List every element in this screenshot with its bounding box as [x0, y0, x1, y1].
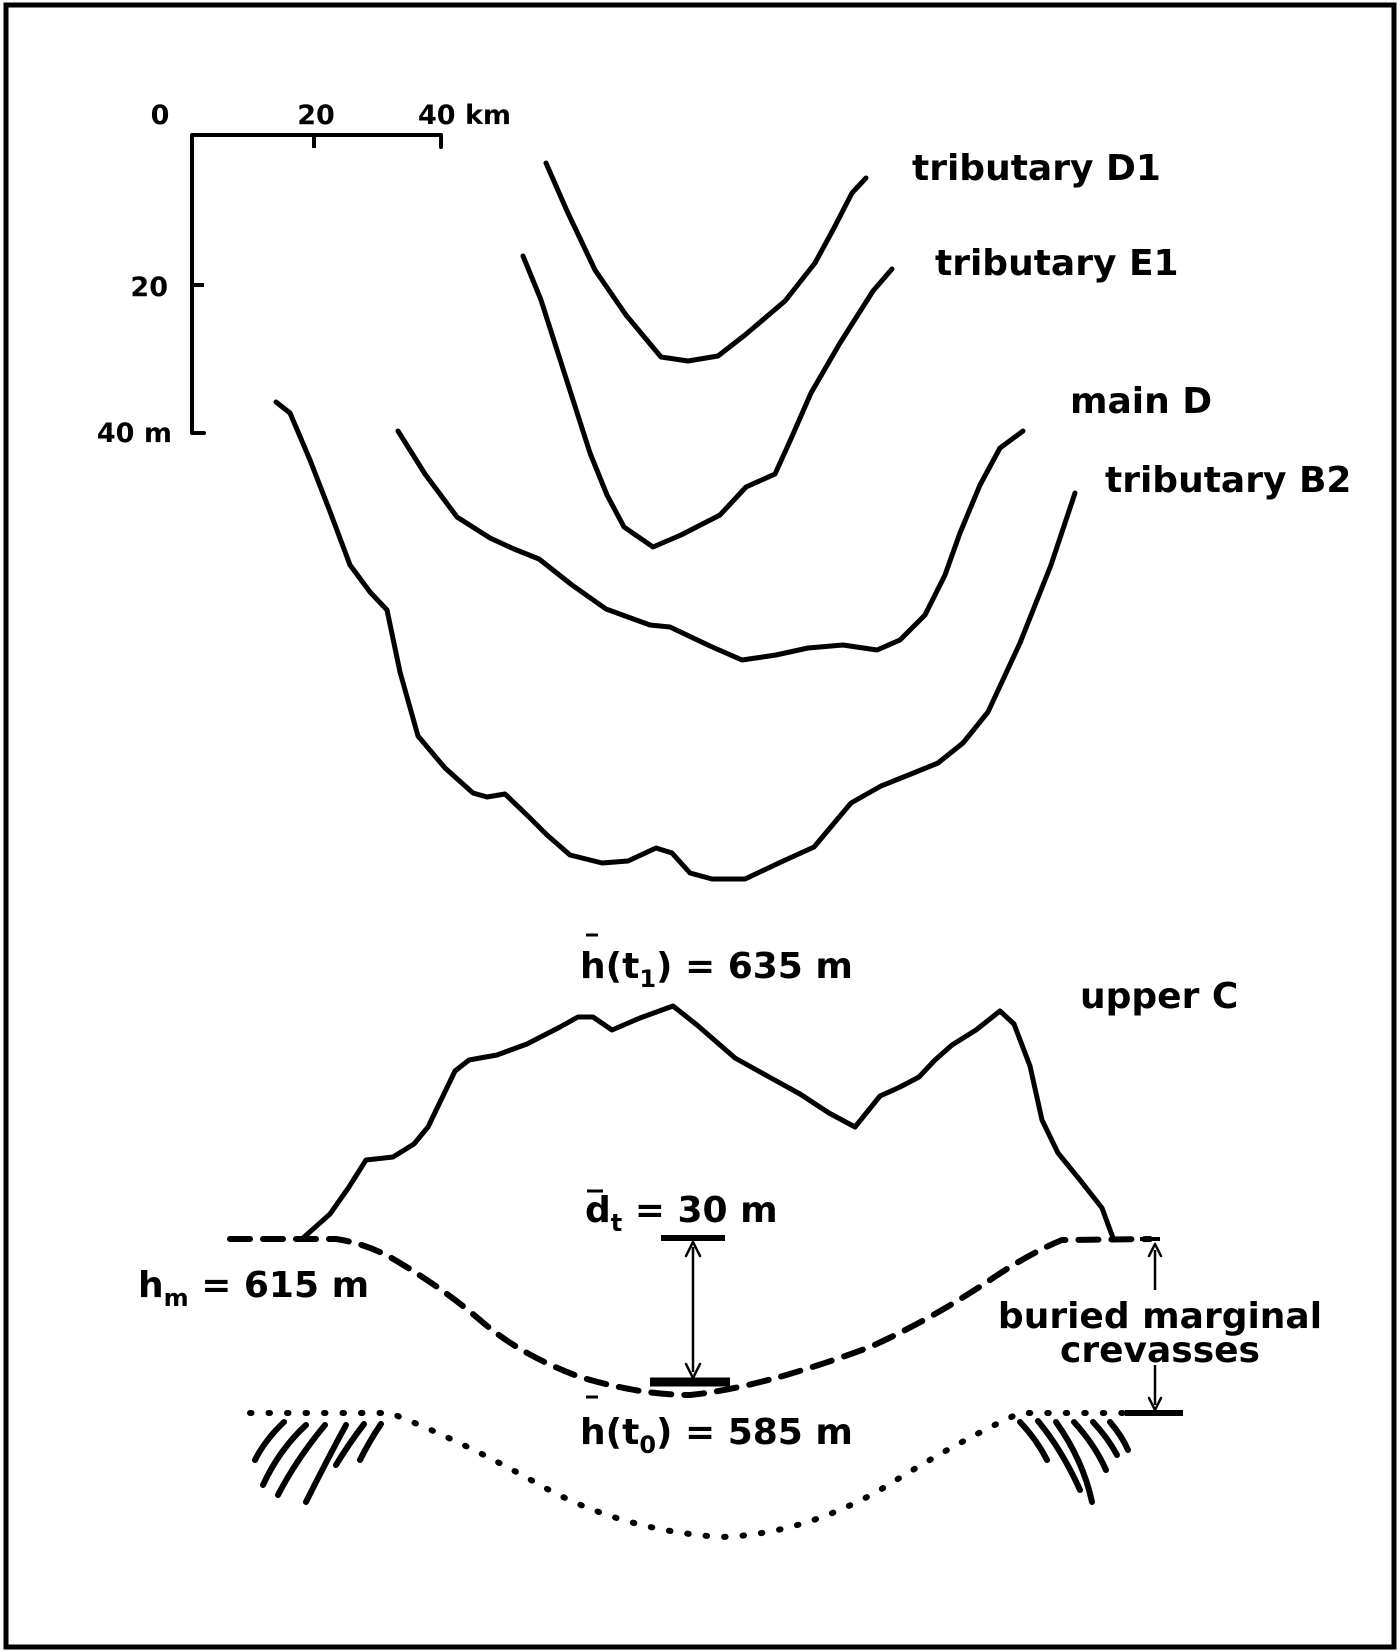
profile-upper-c-label: upper C [1080, 976, 1238, 1017]
label-mean-height-t0: h(t0) = 585 m [580, 1395, 853, 1459]
label-buried-crevasses-line1: buried marginal [998, 1296, 1322, 1337]
crevasse-mark [357, 1421, 384, 1463]
profile-tributary-b2-label: tributary B2 [1105, 460, 1351, 501]
profile-main-d-line [395, 428, 1026, 663]
profile-tributary-d1: tributary D1 [543, 148, 1161, 364]
scale-x-tick-40: 40 km [418, 100, 511, 131]
depth-measure [650, 1235, 730, 1387]
figure-frame [3, 2, 1397, 1650]
label-margin-height-text: hm = 615 m [138, 1265, 369, 1312]
dashed-surface-line [227, 1236, 1153, 1398]
crevasse-mark [260, 1422, 309, 1488]
crevasse-depth-measure [1125, 1237, 1183, 1416]
label-margin-height: hm = 615 m [138, 1265, 369, 1312]
label-mean-depth-text: dt = 30 m [585, 1190, 778, 1237]
profile-tributary-e1-line [520, 253, 895, 550]
profile-tributary-e1-label: tributary E1 [935, 243, 1179, 284]
crevasse-mark [275, 1422, 328, 1498]
crevasse-mark [252, 1419, 287, 1463]
depth-measure-arrowhead-down [684, 1362, 702, 1380]
crevasse-mark [333, 1421, 367, 1468]
profile-upper-c: upper C [300, 976, 1238, 1241]
profile-tributary-b2-line [273, 399, 1078, 882]
profile-main-d: main D [395, 381, 1212, 663]
depth-measure-arrowhead-up [684, 1240, 702, 1258]
scale-y-tick-40: 40 m [97, 418, 172, 449]
profile-tributary-b2: tributary B2 [273, 399, 1351, 882]
crevasse-mark [1017, 1419, 1050, 1463]
crevasse-mark [1035, 1418, 1083, 1493]
scale-bar-axes [190, 133, 443, 435]
profile-main-d-label: main D [1070, 381, 1212, 422]
profile-tributary-d1-label: tributary D1 [912, 148, 1161, 189]
crevasse-mark [1090, 1419, 1120, 1458]
crevasse-mark [303, 1422, 349, 1505]
label-buried-crevasses-line2: crevasses [1060, 1330, 1260, 1371]
label-mean-height-t0-text: h(t0) = 585 m [580, 1412, 853, 1459]
label-mean-height-t1: h(t1) = 635 m [580, 933, 853, 993]
scale-bar: 0 20 40 km 20 40 m [97, 100, 511, 449]
crevasse-mark [1053, 1419, 1095, 1505]
scale-x-tick-20: 20 [297, 100, 335, 131]
profile-tributary-e1: tributary E1 [520, 243, 1179, 550]
buried-crevasses-left [252, 1419, 384, 1505]
label-buried-crevasses: buried marginal crevasses [998, 1296, 1322, 1371]
crevasse-mark [1107, 1419, 1131, 1453]
buried-crevasses-right [1017, 1418, 1131, 1505]
label-mean-height-t1-text: h(t1) = 635 m [580, 946, 853, 993]
crevasse-depth-arrowhead-down [1147, 1396, 1163, 1412]
label-mean-depth: dt = 30 m [585, 1189, 778, 1237]
crevasse-mark [1071, 1419, 1109, 1473]
scale-y-tick-20: 20 [130, 272, 168, 303]
profile-tributary-d1-line [543, 160, 869, 364]
crevasse-depth-arrowhead-up [1147, 1242, 1163, 1258]
dotted-bed-line [247, 1410, 1133, 1540]
scale-x-tick-0: 0 [151, 100, 170, 131]
profile-upper-c-line [300, 1003, 1116, 1241]
